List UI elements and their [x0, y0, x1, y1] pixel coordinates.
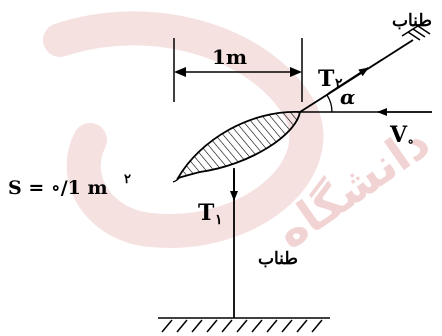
tension-top-subscript: ۲: [335, 76, 343, 92]
tension-bottom-subscript: ۱: [215, 212, 223, 228]
area-superscript: ۲: [124, 172, 131, 187]
velocity-label: V: [389, 122, 408, 148]
angle-label: α: [340, 85, 355, 109]
tension-top-label: T: [318, 66, 335, 92]
upper-anchor-hatch: [401, 21, 431, 41]
rope-bottom-label: طناب: [258, 249, 298, 269]
ground: [158, 317, 330, 333]
tension-bottom-label: T: [198, 200, 215, 226]
kite-body: [176, 111, 302, 180]
tension-top-arrow: [327, 67, 369, 95]
area-label: S = ∘/1 m: [8, 177, 108, 199]
rope-top-label: طناب: [392, 11, 432, 31]
width-dimension: [173, 38, 303, 102]
angle-arc: [326, 94, 333, 113]
width-label: 1m: [212, 45, 247, 69]
kite-tail: [172, 176, 181, 183]
velocity-subscript: ∘: [407, 134, 414, 150]
